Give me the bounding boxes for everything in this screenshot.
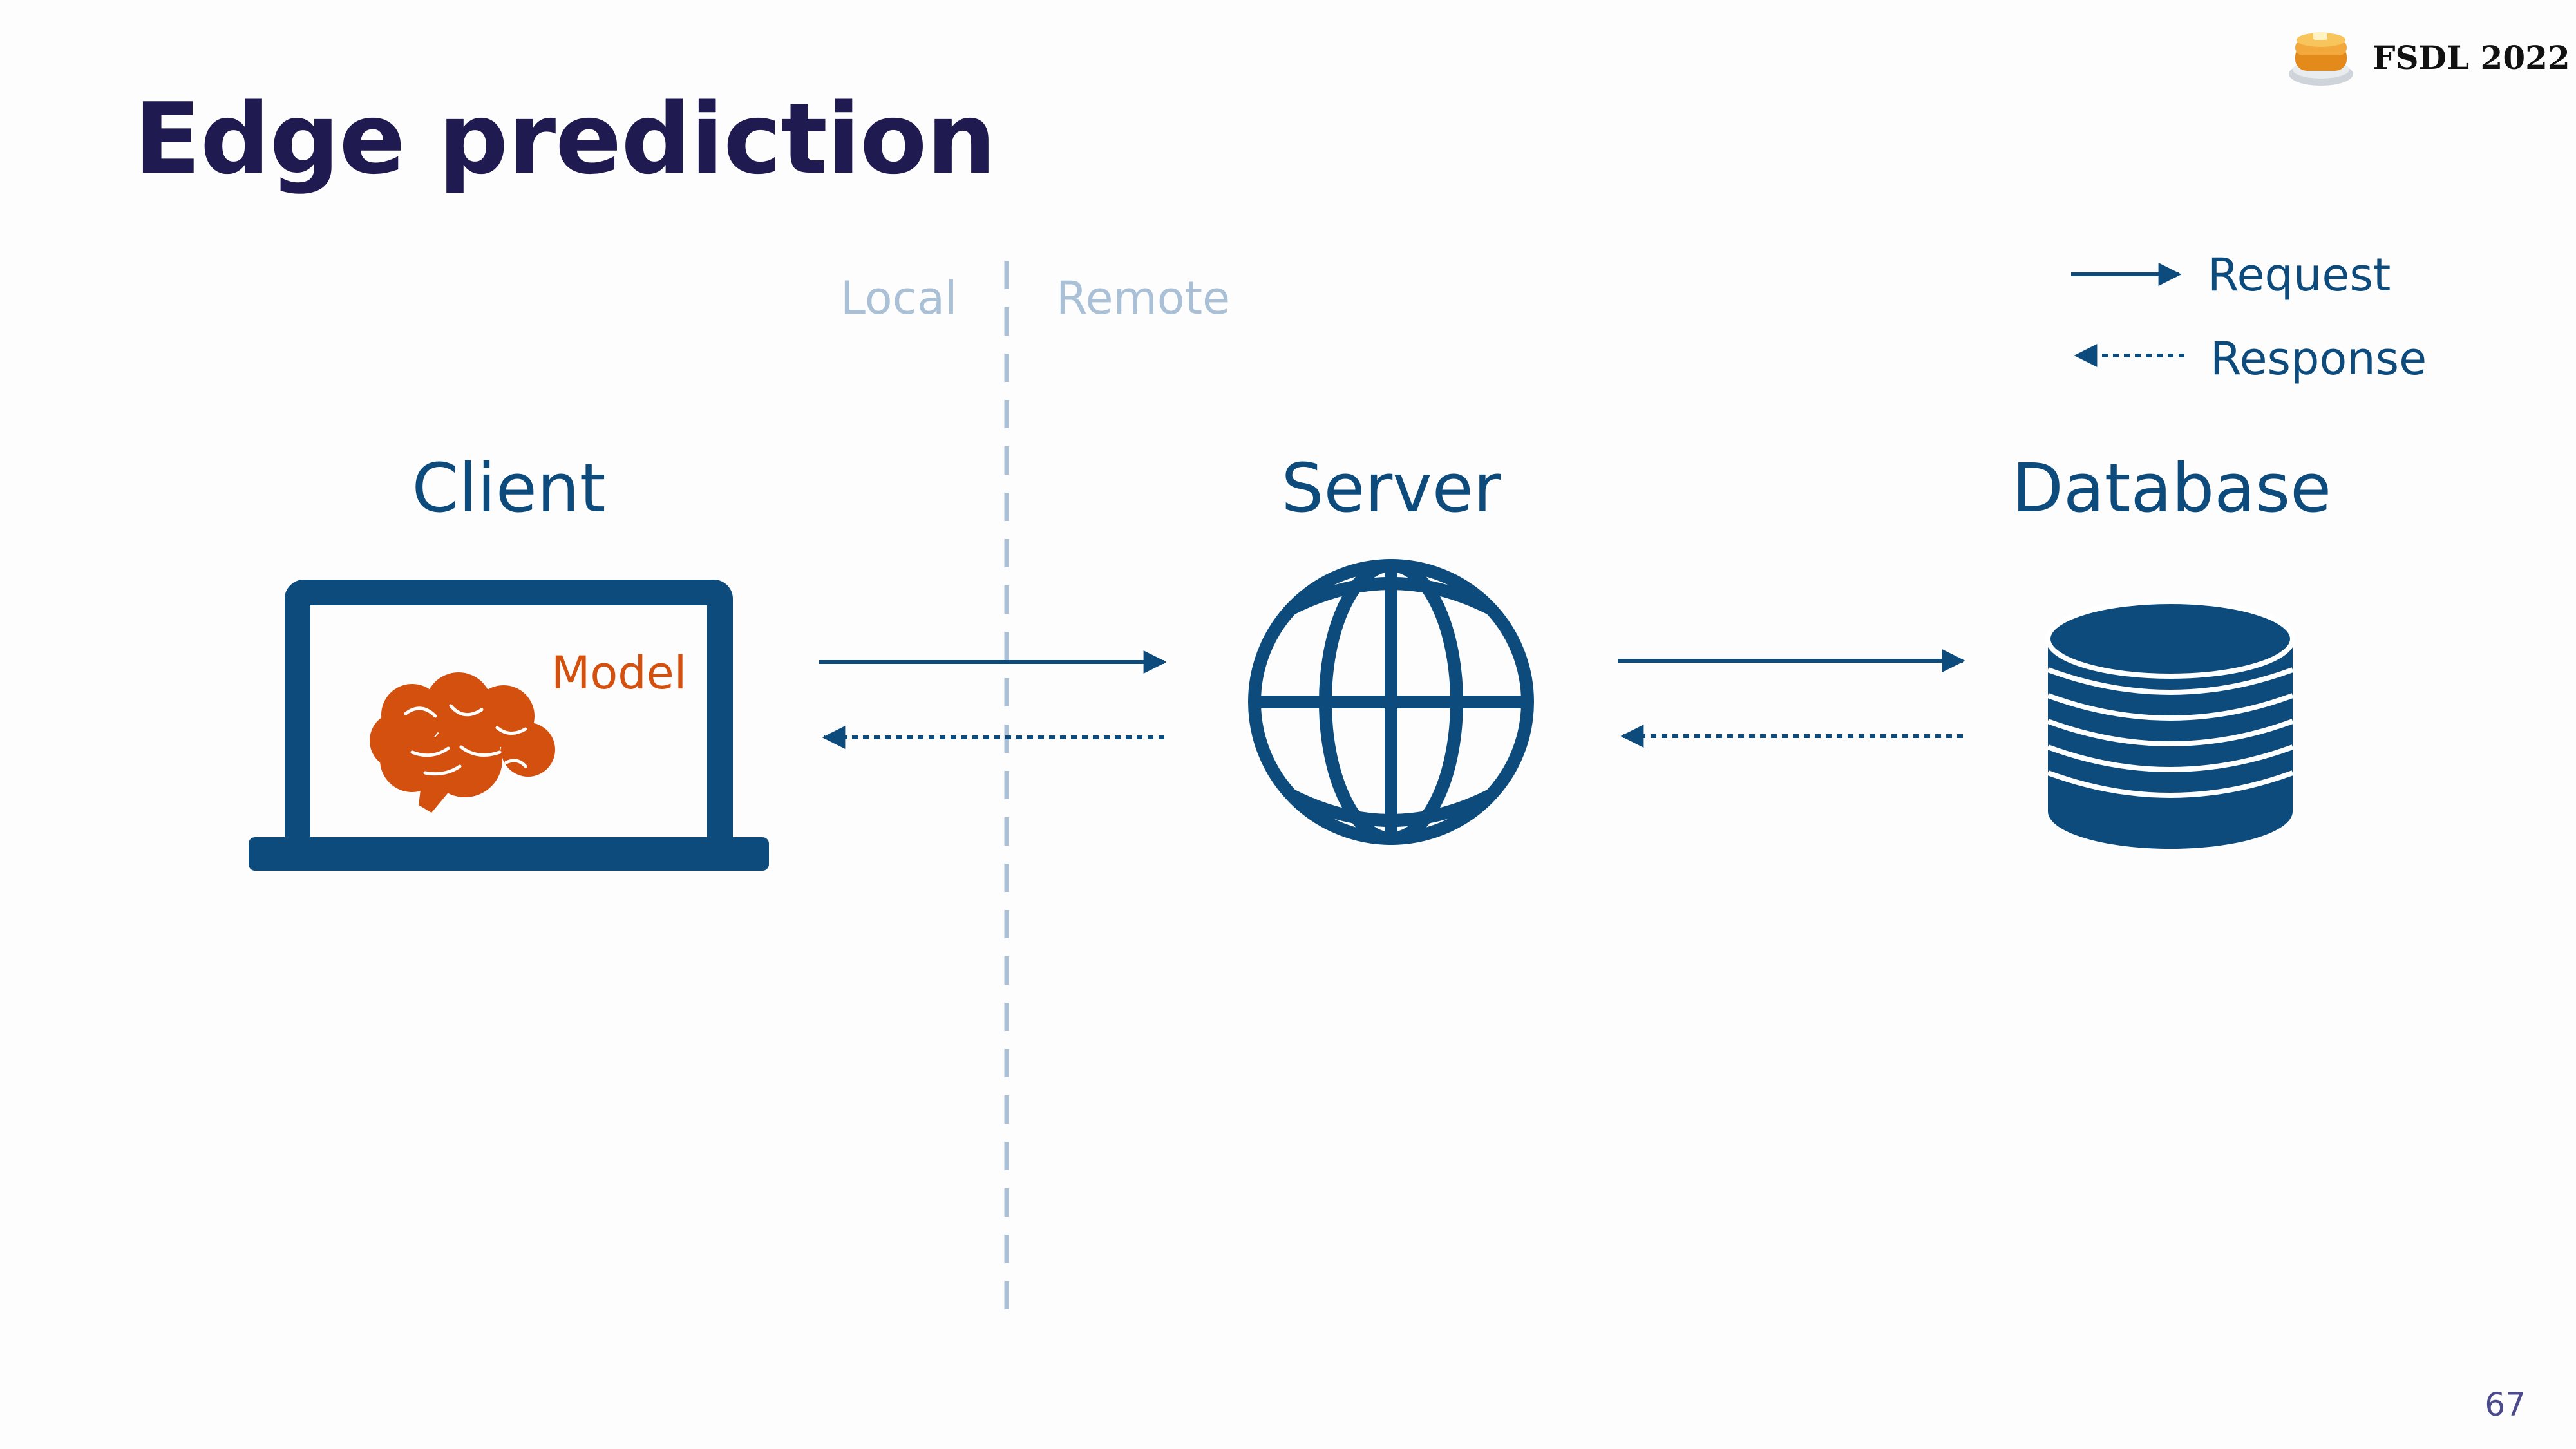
region-local-label: Local xyxy=(840,272,958,325)
page-number: 67 xyxy=(2485,1386,2526,1423)
database-label: Database xyxy=(2011,449,2332,527)
region-remote-label: Remote xyxy=(1056,272,1231,325)
server-label: Server xyxy=(1281,449,1501,527)
pancake-stack-icon xyxy=(2289,32,2353,86)
globe-icon xyxy=(1248,559,1534,845)
laptop-icon xyxy=(249,580,769,871)
database-icon xyxy=(2045,599,2295,849)
page-title: Edge prediction xyxy=(134,82,996,196)
legend-response-label: Response xyxy=(2210,332,2427,385)
legend-request-label: Request xyxy=(2208,249,2391,301)
client-label: Client xyxy=(412,449,606,527)
model-label: Model xyxy=(551,647,687,699)
brain-icon xyxy=(370,672,555,813)
brand-label: FSDL 2022 xyxy=(2372,39,2570,77)
